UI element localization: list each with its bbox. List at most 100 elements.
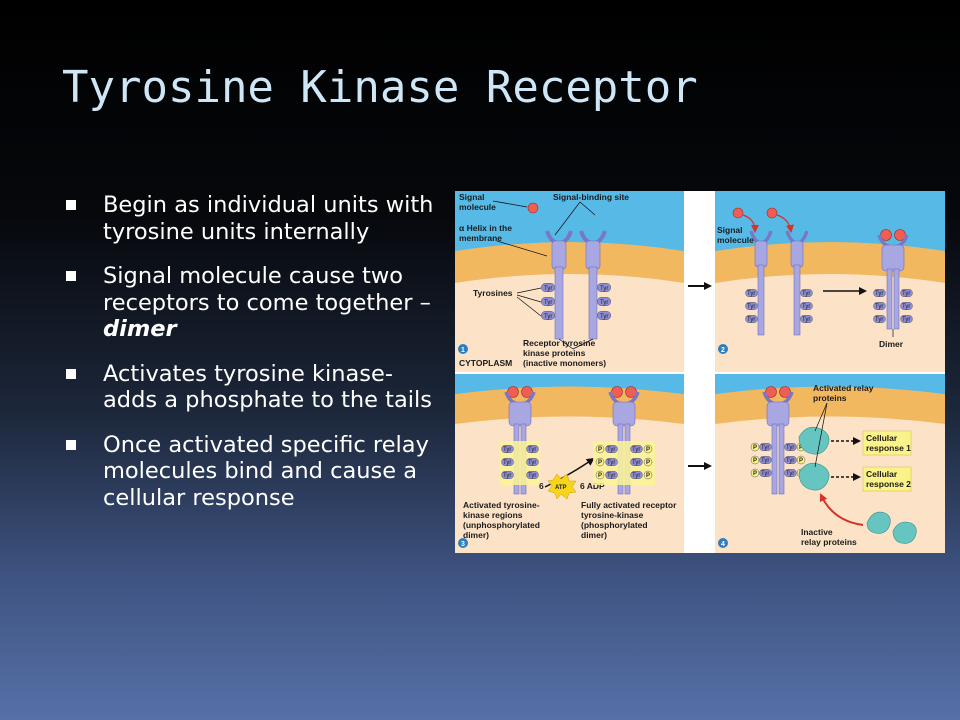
bullet-text: Once activated specific relay molecules … xyxy=(103,431,429,511)
receptor-monomer: Tyr Tyr Tyr xyxy=(785,230,813,336)
label-atp: ATP xyxy=(555,485,567,491)
svg-text:Tyr: Tyr xyxy=(600,286,608,292)
svg-text:Tyr: Tyr xyxy=(607,460,615,466)
svg-text:Tyr: Tyr xyxy=(875,291,883,297)
svg-text:Tyr: Tyr xyxy=(544,314,552,320)
label-signal-binding-site: Signal-binding site xyxy=(553,192,629,202)
label-activated-line4: dimer) xyxy=(463,530,489,540)
svg-text:Tyr: Tyr xyxy=(747,304,755,310)
label-receptor-line2: kinase proteins xyxy=(523,348,586,358)
step-number-4: 4 xyxy=(721,541,725,548)
response-2-box xyxy=(862,466,912,492)
receptor-dimer-phosphorylated: Tyr Tyr Tyr Tyr Tyr Tyr P P P P P P xyxy=(593,386,655,495)
label-receptor-line3: (inactive monomers) xyxy=(523,358,606,368)
bullet-emphasis: dimer xyxy=(103,316,177,342)
label-dimer: Dimer xyxy=(879,339,904,349)
svg-text:Tyr: Tyr xyxy=(761,445,769,451)
panel-4: Tyr Tyr Tyr Tyr Tyr Tyr P P P P P P Acti… xyxy=(715,374,945,553)
label-receptor-line1: Receptor tyrosine xyxy=(523,338,596,348)
panel-2: Signal molecule Tyr Tyr Tyr Tyr Tyr Tyr xyxy=(715,191,945,372)
svg-text:Tyr: Tyr xyxy=(632,473,640,479)
svg-text:Tyr: Tyr xyxy=(786,458,794,464)
square-bullet-icon xyxy=(66,200,76,210)
label-response1-line1: Cellular xyxy=(866,433,898,443)
label-cytoplasm: CYTOPLASM xyxy=(459,358,512,368)
label-activated-line1: Activated tyrosine- xyxy=(463,500,540,510)
response-1-box xyxy=(862,430,912,456)
square-bullet-icon xyxy=(66,368,76,379)
receptor-monomer: Tyr Tyr Tyr xyxy=(579,230,611,340)
svg-text:Tyr: Tyr xyxy=(802,317,810,323)
svg-text:Tyr: Tyr xyxy=(607,447,615,453)
step-number-badge xyxy=(458,344,468,354)
svg-text:Tyr: Tyr xyxy=(503,460,511,466)
svg-text:Tyr: Tyr xyxy=(802,304,810,310)
step-number-3: 3 xyxy=(461,541,465,548)
svg-text:P: P xyxy=(646,447,650,453)
svg-text:Tyr: Tyr xyxy=(786,471,794,477)
bullet-list: Begin as individual units with tyrosine … xyxy=(66,192,444,529)
svg-text:P: P xyxy=(598,460,602,466)
label-adp: 6 ADP xyxy=(580,481,605,491)
svg-text:Tyr: Tyr xyxy=(503,473,511,479)
step-number-badge xyxy=(458,538,468,548)
svg-text:Tyr: Tyr xyxy=(747,291,755,297)
label-signal-molecule-line2: molecule xyxy=(459,202,496,212)
svg-text:Tyr: Tyr xyxy=(632,460,640,466)
svg-text:Tyr: Tyr xyxy=(528,460,536,466)
svg-text:Tyr: Tyr xyxy=(902,304,910,310)
relay-protein-inactive xyxy=(866,511,917,544)
svg-text:P: P xyxy=(646,460,650,466)
bullet-item: Activates tyrosine kinase-adds a phospha… xyxy=(66,361,444,414)
svg-text:Tyr: Tyr xyxy=(875,304,883,310)
svg-text:Tyr: Tyr xyxy=(747,317,755,323)
step-number-2: 2 xyxy=(721,347,725,354)
svg-text:Tyr: Tyr xyxy=(544,286,552,292)
receptor-dimer-unphosphorylated: Tyr Tyr Tyr Tyr Tyr Tyr xyxy=(500,386,540,495)
bullet-item: Begin as individual units with tyrosine … xyxy=(66,192,444,245)
svg-text:P: P xyxy=(799,445,803,451)
step-number-badge xyxy=(718,538,728,548)
label-atp-count: 6 xyxy=(539,481,544,491)
svg-text:P: P xyxy=(799,458,803,464)
label-signal-line1: Signal xyxy=(717,225,743,235)
label-signal-molecule-line1: Signal xyxy=(459,192,485,202)
label-activated-line2: kinase regions xyxy=(463,510,523,520)
label-response2-line2: response 2 xyxy=(866,479,911,489)
slide-title: Tyrosine Kinase Receptor xyxy=(62,62,698,113)
receptor-figure: Signal molecule Signal-binding site α He… xyxy=(455,191,945,553)
svg-text:Tyr: Tyr xyxy=(902,317,910,323)
svg-text:Tyr: Tyr xyxy=(786,445,794,451)
svg-text:Tyr: Tyr xyxy=(632,447,640,453)
receptor-monomer: Tyr Tyr Tyr xyxy=(745,230,773,336)
svg-text:P: P xyxy=(753,471,757,477)
label-helix-line2: membrane xyxy=(459,233,502,243)
bullet-item: Signal molecule cause two receptors to c… xyxy=(66,263,444,343)
svg-text:Tyr: Tyr xyxy=(802,291,810,297)
svg-text:P: P xyxy=(598,447,602,453)
label-fully-activated-line4: dimer) xyxy=(581,530,607,540)
label-tyrosines: Tyrosines xyxy=(473,288,513,298)
panel-3: Tyr Tyr Tyr Tyr Tyr Tyr ATP 6 6 ADP xyxy=(455,374,684,553)
svg-text:P: P xyxy=(753,458,757,464)
label-inactive-line2: relay proteins xyxy=(801,537,857,547)
step-number-1: 1 xyxy=(461,347,465,354)
svg-text:Tyr: Tyr xyxy=(761,471,769,477)
label-fully-activated-line3: (phosphorylated xyxy=(581,520,648,530)
svg-text:P: P xyxy=(753,445,757,451)
svg-text:Tyr: Tyr xyxy=(544,300,552,306)
receptor-monomer: Tyr Tyr Tyr xyxy=(541,230,573,340)
svg-text:Tyr: Tyr xyxy=(528,447,536,453)
bullet-text: Activates tyrosine kinase-adds a phospha… xyxy=(103,360,432,414)
svg-text:Tyr: Tyr xyxy=(503,447,511,453)
panel-1: Signal molecule Signal-binding site α He… xyxy=(455,191,684,372)
svg-text:P: P xyxy=(598,473,602,479)
receptor-dimer: Tyr Tyr Tyr Tyr Tyr Tyr xyxy=(873,229,913,330)
bullet-item: Once activated specific relay molecules … xyxy=(66,432,444,512)
label-activated-relay-line2: proteins xyxy=(813,393,847,403)
svg-text:Tyr: Tyr xyxy=(761,458,769,464)
svg-text:Tyr: Tyr xyxy=(600,314,608,320)
svg-text:Tyr: Tyr xyxy=(875,317,883,323)
svg-text:P: P xyxy=(646,473,650,479)
